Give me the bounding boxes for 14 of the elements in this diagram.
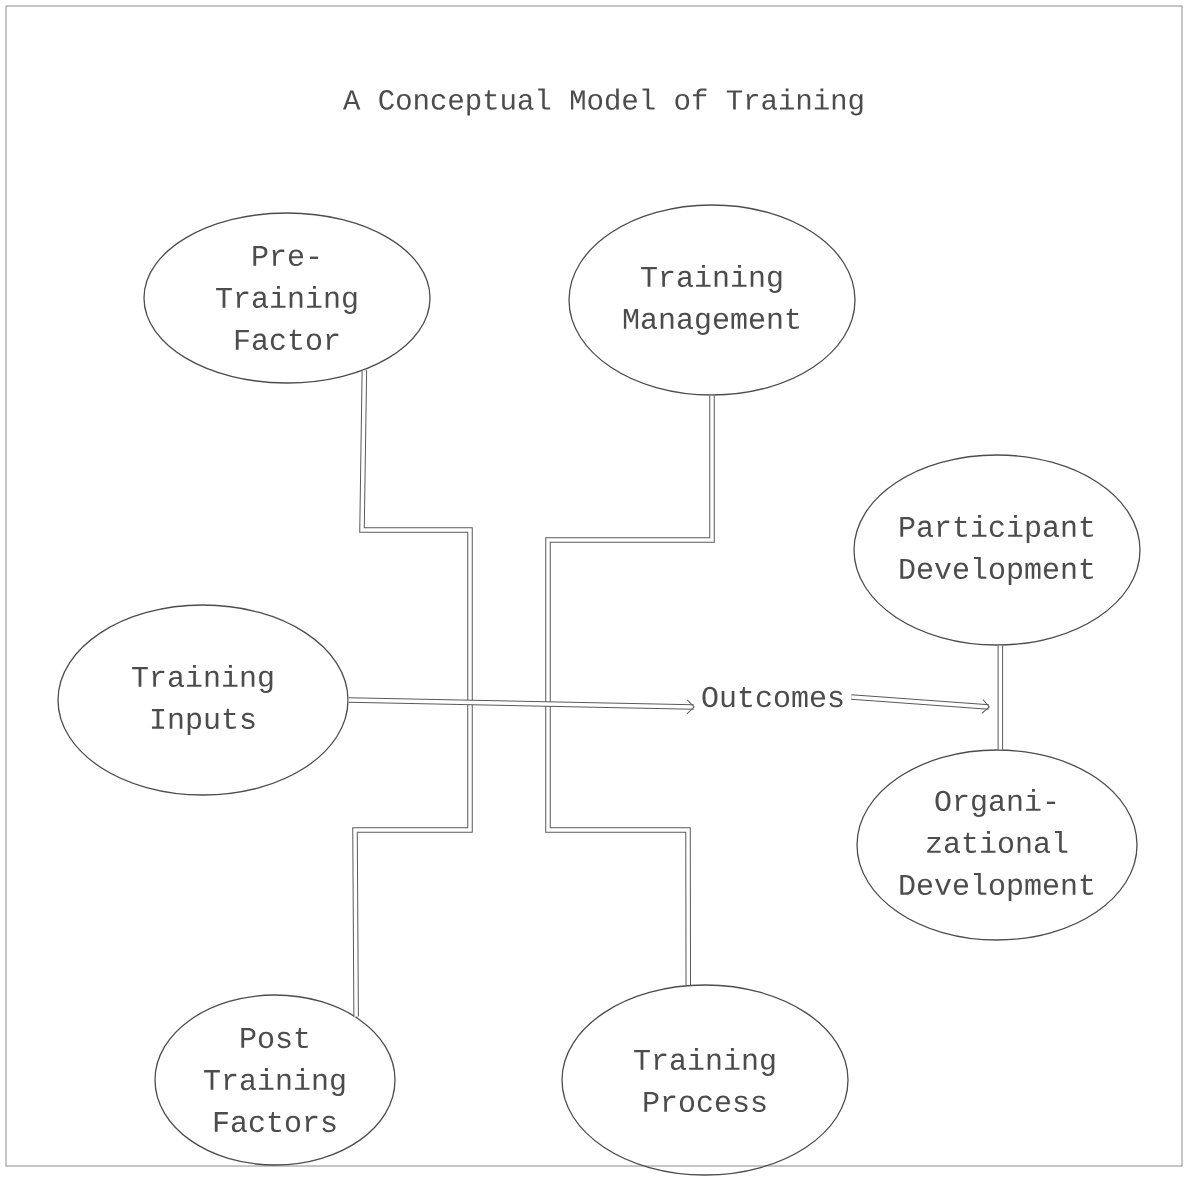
arrow xyxy=(348,697,695,715)
connector-line xyxy=(545,395,715,986)
ellipse-node: Post Training Factors xyxy=(154,994,396,1166)
ellipse-node: Training Process xyxy=(561,984,849,1176)
ellipse-node: Training Management xyxy=(568,204,856,396)
ellipse-node: Participant Development xyxy=(853,454,1141,646)
connector-line xyxy=(997,645,1004,750)
ellipse-node: Organi- zational Development xyxy=(856,749,1138,941)
ellipse-node: Pre- Training Factor xyxy=(143,212,431,384)
connector-line xyxy=(352,370,473,1017)
ellipse-node: Training Inputs xyxy=(57,604,349,796)
label-text: Outcomes xyxy=(702,686,843,708)
arrow xyxy=(851,694,990,714)
title: A Conceptual Model of Training xyxy=(342,88,863,116)
